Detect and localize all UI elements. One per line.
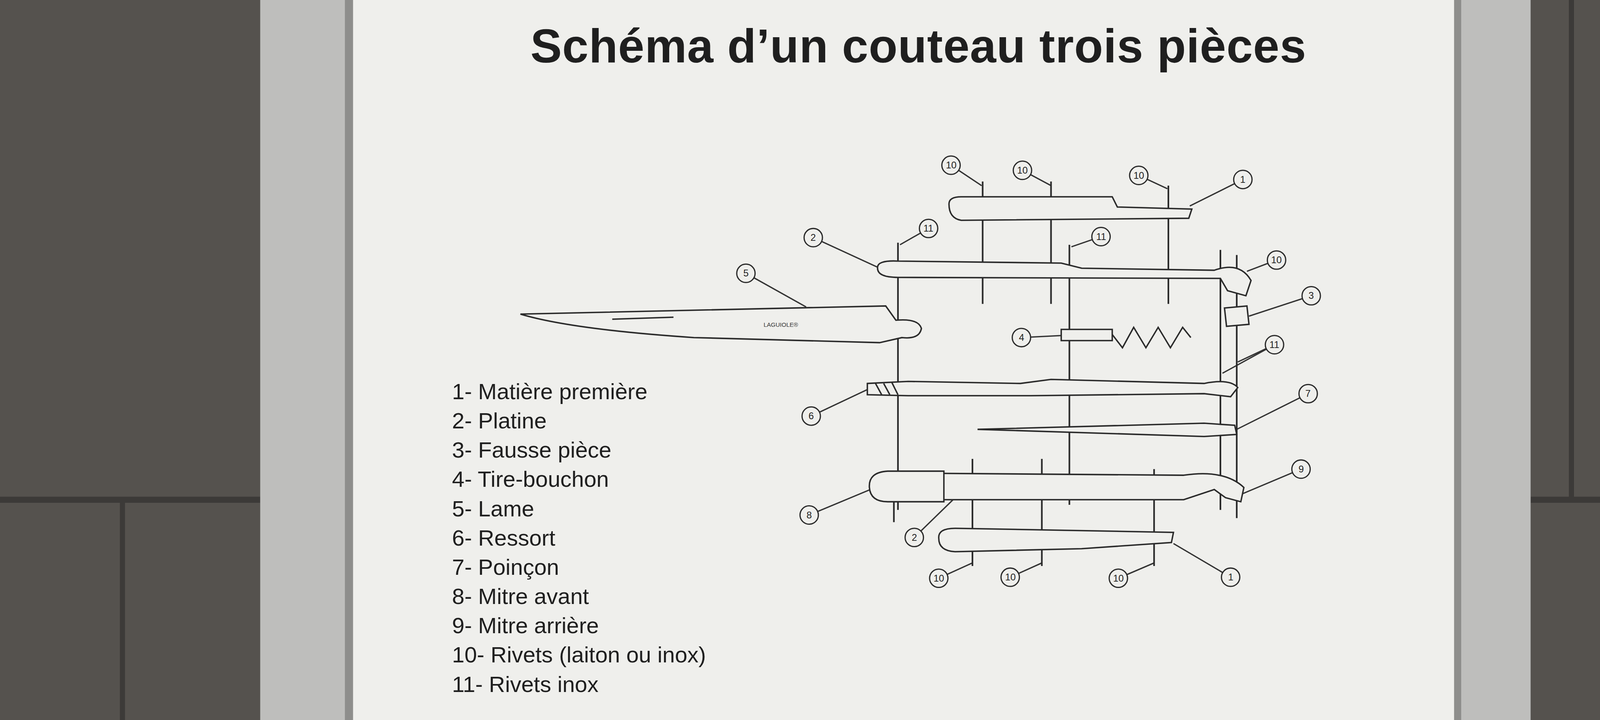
leader-line bbox=[809, 489, 871, 516]
mortar-line bbox=[1530, 496, 1600, 503]
part-name: 5- Lame bbox=[452, 495, 534, 522]
part-name: 2- Platine bbox=[452, 407, 547, 434]
callout-number: 10 bbox=[942, 160, 961, 170]
callout-circle bbox=[1267, 250, 1286, 270]
callout-number: 5 bbox=[736, 268, 756, 278]
callout-circle bbox=[1298, 384, 1318, 403]
rivet bbox=[1167, 185, 1170, 304]
callout-circle bbox=[1302, 286, 1321, 305]
callout-number: 2 bbox=[804, 232, 823, 243]
callout-number: 1 bbox=[1233, 174, 1252, 185]
callout-number: 10 bbox=[929, 573, 948, 584]
callout-circles bbox=[736, 156, 1321, 588]
mortar-line bbox=[120, 499, 126, 720]
callout-circle bbox=[1233, 170, 1252, 189]
parts bbox=[520, 196, 1252, 552]
corkscrew-spiral bbox=[1112, 327, 1191, 348]
callout-number: 11 bbox=[1092, 232, 1111, 242]
rivet bbox=[1219, 250, 1222, 510]
callout-circle bbox=[1092, 227, 1111, 246]
rivet bbox=[897, 242, 899, 510]
callout-number: 1 bbox=[1221, 572, 1240, 582]
part-name: 4- Tire-bouchon bbox=[452, 466, 609, 492]
corkscrew-shank bbox=[1061, 329, 1113, 341]
handle-scale bbox=[948, 196, 1192, 221]
callout-circle bbox=[802, 406, 821, 426]
leader-line bbox=[1173, 543, 1231, 578]
callout-circle bbox=[1221, 568, 1240, 587]
callout-circle bbox=[736, 264, 756, 283]
rivet bbox=[1068, 244, 1070, 505]
mortar-line bbox=[0, 496, 261, 503]
callout-number: 2 bbox=[905, 532, 924, 543]
callout-number: 10 bbox=[1129, 170, 1148, 181]
title: Schéma d’un couteau trois pièces bbox=[530, 18, 1307, 74]
part-name: 9- Mitre arrière bbox=[452, 612, 599, 639]
liner-plate bbox=[918, 473, 1244, 502]
callout-circle bbox=[942, 156, 961, 175]
callout-number: 3 bbox=[1302, 290, 1321, 301]
blade-mark: LAGUIOLE® bbox=[763, 321, 798, 328]
callout-circle bbox=[800, 506, 819, 525]
spring-hatch bbox=[892, 382, 898, 395]
callout-circle bbox=[1001, 568, 1020, 587]
callout-number: 10 bbox=[1109, 573, 1128, 584]
callout-circle bbox=[929, 569, 948, 588]
awl bbox=[977, 423, 1237, 437]
part-name: 1- Matière première bbox=[452, 378, 648, 405]
spring-hatch bbox=[883, 383, 890, 395]
part-name: 3- Fausse pièce bbox=[452, 436, 612, 463]
leader-line bbox=[813, 237, 878, 268]
callout-circle bbox=[1265, 335, 1284, 354]
callout-number: 7 bbox=[1298, 388, 1318, 399]
rivets bbox=[894, 181, 1237, 566]
leader-lines bbox=[746, 165, 1312, 579]
spring-hatch bbox=[875, 383, 882, 395]
leader-line bbox=[746, 273, 807, 307]
callout-circle bbox=[1012, 328, 1031, 347]
callout-circle bbox=[1129, 166, 1148, 185]
handle-scale bbox=[938, 528, 1174, 552]
callout-number: 8 bbox=[800, 510, 819, 520]
callout-circle bbox=[1013, 161, 1032, 180]
part-name: 10- Rivets (laiton ou inox) bbox=[452, 641, 706, 668]
part-name: 6- Ressort bbox=[452, 524, 556, 551]
rivet bbox=[893, 501, 895, 522]
false-piece bbox=[1224, 306, 1249, 327]
callout-number: 11 bbox=[919, 223, 938, 234]
part-name: 8- Mitre avant bbox=[452, 583, 589, 610]
callout-circle bbox=[1109, 569, 1128, 588]
spring bbox=[867, 379, 1238, 397]
callout-number: 10 bbox=[1267, 255, 1286, 265]
frame bbox=[260, 0, 1531, 720]
part-name: 11- Rivets inox bbox=[452, 671, 599, 698]
callout-circle bbox=[905, 528, 924, 547]
blade bbox=[520, 306, 922, 343]
frame-bevel bbox=[344, 0, 1462, 720]
leader-line bbox=[1236, 393, 1309, 430]
leader-line bbox=[1248, 295, 1312, 316]
callout-number: 10 bbox=[1001, 572, 1020, 582]
part-name: 7- Poinçon bbox=[452, 554, 560, 580]
blade-line bbox=[612, 317, 674, 320]
callout-circle bbox=[919, 219, 938, 238]
callout-circle bbox=[804, 228, 823, 247]
callout-circle bbox=[1292, 460, 1311, 479]
liner-plate bbox=[877, 260, 1252, 296]
callout-number: 11 bbox=[1265, 340, 1284, 350]
callout-number: 9 bbox=[1292, 464, 1311, 474]
front-bolster bbox=[869, 471, 944, 502]
mortar-line bbox=[1568, 0, 1574, 500]
callout-number: 10 bbox=[1013, 165, 1032, 176]
callout-number: 4 bbox=[1012, 332, 1031, 343]
card bbox=[353, 0, 1455, 720]
callout-number: 6 bbox=[802, 411, 821, 421]
